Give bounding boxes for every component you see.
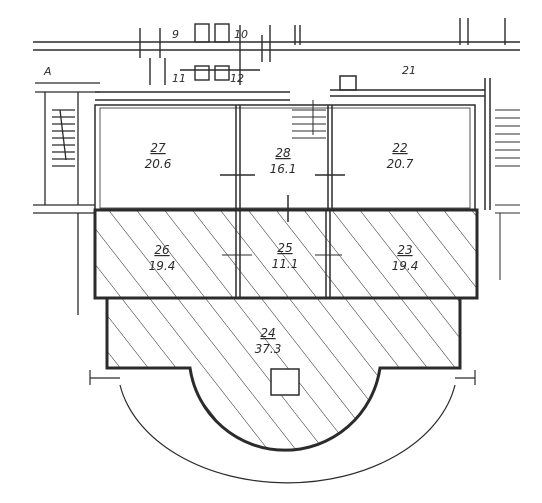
room-22: 22 20.7: [387, 141, 414, 171]
room-27-area: 20.6: [145, 157, 172, 171]
room-12-label: 12: [230, 72, 244, 85]
hatched-hall: [105, 296, 462, 452]
room-26: 26 19.4: [149, 243, 176, 273]
room-9-label: 9: [172, 28, 179, 41]
room-28: 28 16.1: [270, 146, 297, 176]
plan-labels: 9 10 11 12 21 A: [43, 28, 416, 85]
room-23-area: 19.4: [392, 259, 419, 273]
room-24: 24 37.3: [255, 326, 282, 356]
room-25-area: 11.1: [272, 257, 299, 271]
room-10-label: 10: [234, 28, 248, 41]
outer-terrace: [89, 370, 476, 484]
room-22-number: 22: [392, 141, 407, 155]
room-28-number: 28: [275, 146, 291, 160]
room-24-number: 24: [260, 326, 275, 340]
top-corridor-walls: [33, 18, 520, 85]
room-25: 25 11.1: [272, 241, 299, 271]
room-23: 23 19.4: [392, 243, 419, 273]
room-22-area: 20.7: [387, 157, 414, 171]
mark-a-label: A: [43, 65, 52, 78]
room-25-number: 25: [277, 241, 292, 255]
room-26-number: 26: [154, 243, 170, 257]
room-27: 27 20.6: [145, 141, 172, 171]
right-staircase: [495, 109, 520, 280]
room-areas: 27 20.6 28 16.1 22 20.7 26 19.4 25 11.1 …: [145, 141, 419, 356]
hatched-rooms: [93, 208, 479, 300]
room-11-label: 11: [172, 72, 186, 85]
left-staircase: [33, 82, 100, 315]
middle-staircase: [292, 100, 326, 139]
room-26-area: 19.4: [149, 259, 176, 273]
room-23-number: 23: [397, 243, 412, 257]
room-24-area: 37.3: [255, 342, 282, 356]
room-28-area: 16.1: [270, 162, 297, 176]
room-21-label: 21: [402, 64, 416, 77]
upper-rooms-walls: [94, 75, 491, 222]
room-27-number: 27: [150, 141, 166, 155]
